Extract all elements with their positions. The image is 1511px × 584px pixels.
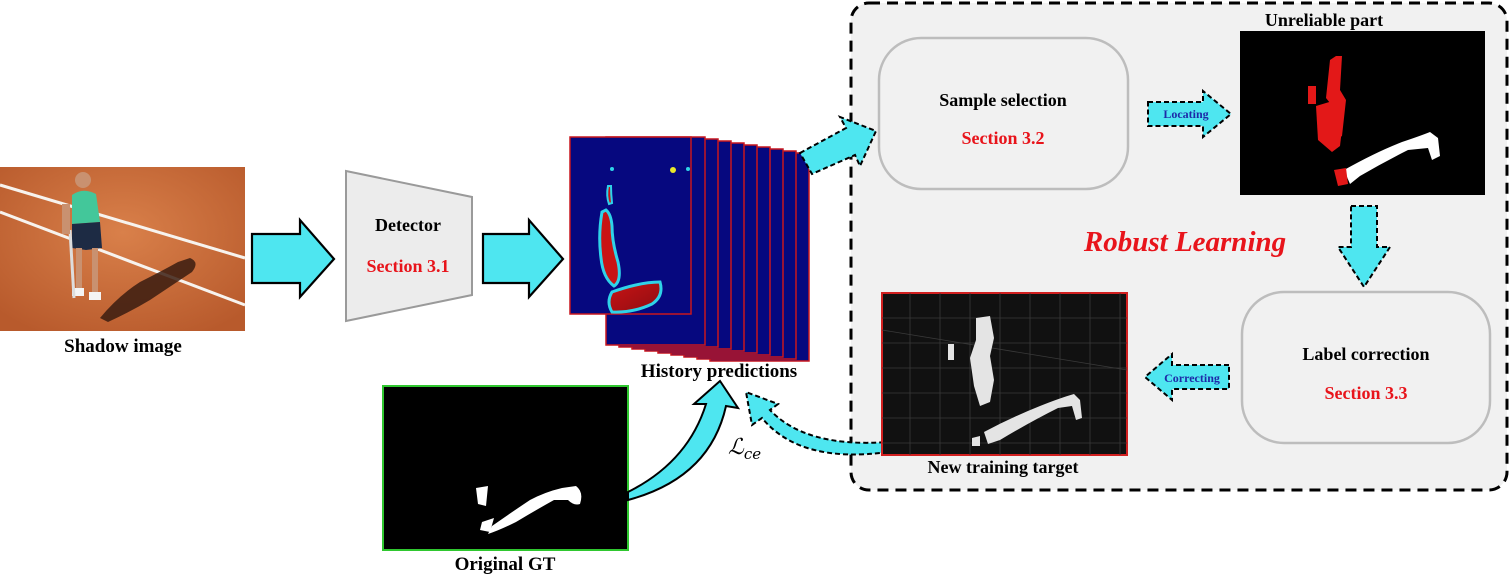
shadow-image — [0, 167, 246, 331]
history-predictions-label: History predictions — [641, 361, 797, 382]
new-training-target-image — [881, 292, 1128, 456]
dashed-arrow-icon — [1336, 205, 1392, 289]
curved-arrow-icon — [627, 379, 741, 502]
dashed-arrow-icon — [744, 390, 889, 456]
section-3-2-label: Section 3.2 — [962, 128, 1045, 148]
original-gt-label: Original GT — [455, 554, 556, 575]
dashed-arrow-icon — [798, 115, 878, 176]
dashed-arrow-icon — [1143, 351, 1230, 403]
unreliable-part-label: Unreliable part — [1265, 10, 1383, 30]
label-correction-label: Label correction — [1302, 344, 1429, 364]
loss-symbol: ℒce — [728, 435, 761, 463]
robust-learning-title: Robust Learning — [1083, 226, 1286, 258]
sample-selection-label: Sample selection — [939, 90, 1067, 110]
detector-label: Detector — [375, 215, 441, 235]
original-gt-image — [382, 385, 629, 551]
correcting-label: Correcting — [1164, 371, 1220, 385]
dashed-arrow-icon — [1147, 88, 1233, 140]
new-training-target-label: New training target — [928, 457, 1079, 477]
sample-selection-box — [877, 36, 1130, 191]
unreliable-part-image — [1240, 31, 1485, 195]
history-predictions-stack — [569, 136, 810, 362]
section-3-1-label: Section 3.1 — [367, 256, 450, 276]
right-arrow-icon — [481, 217, 565, 300]
locating-label: Locating — [1163, 107, 1208, 121]
section-3-3-label: Section 3.3 — [1325, 383, 1408, 403]
shadow-image-label: Shadow image — [64, 336, 182, 357]
label-correction-box — [1240, 290, 1492, 445]
right-arrow-icon — [250, 217, 336, 300]
detector-block — [345, 169, 473, 323]
